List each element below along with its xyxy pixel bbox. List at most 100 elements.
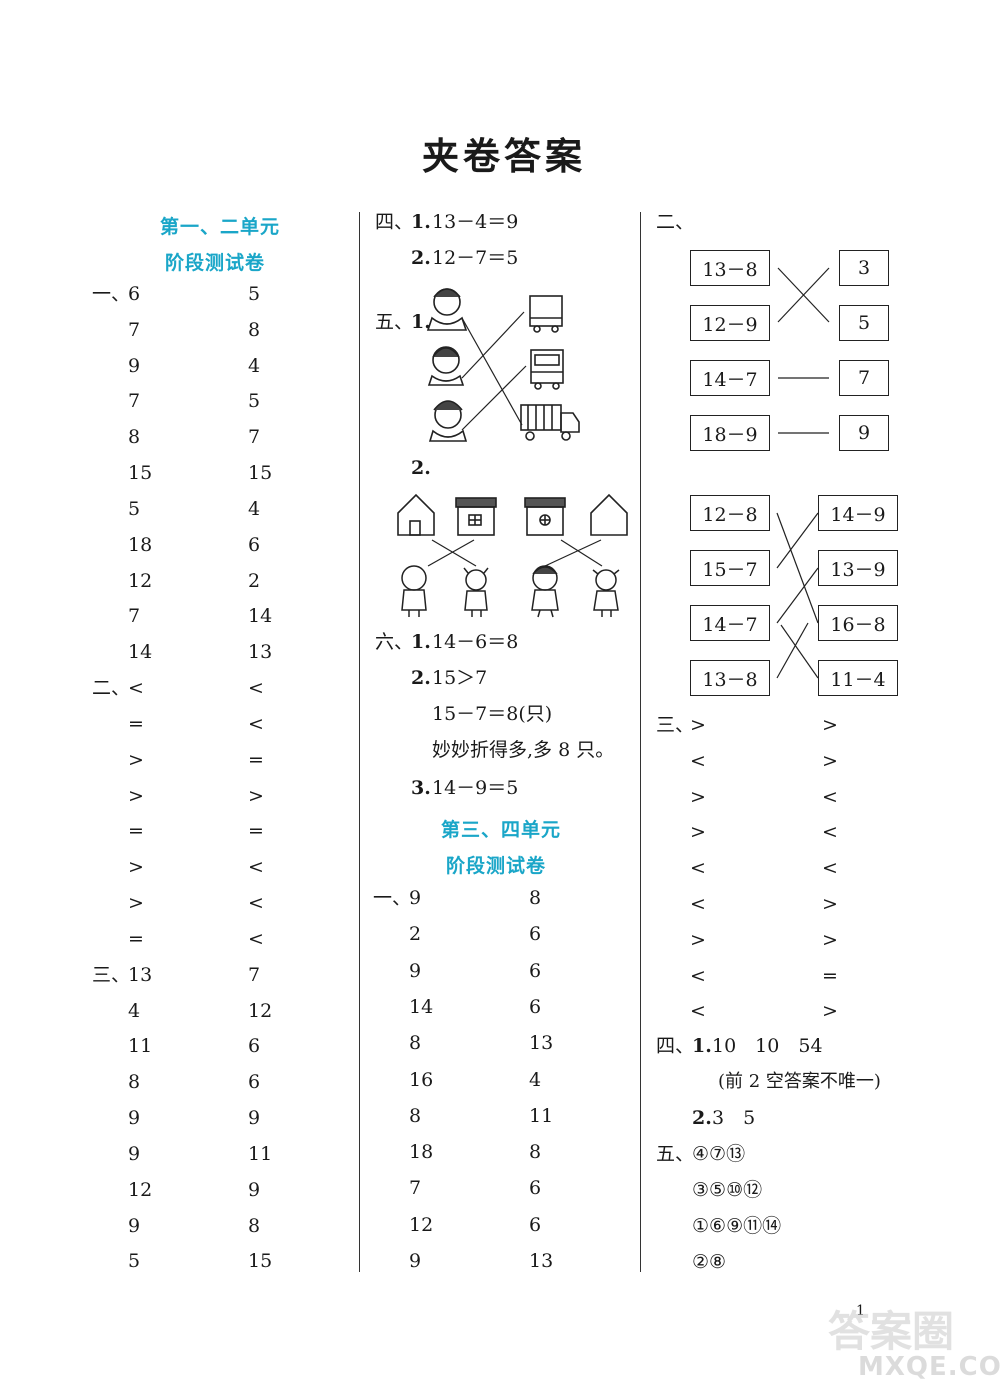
expression-box: 15－7 [690,550,770,586]
answer-box: 7 [839,360,889,396]
c3-answer-right: > [822,928,838,951]
c3-answer-left: > [690,821,706,844]
c3-four-2-num: 2. [692,1107,712,1129]
c2-answer-left: 9 [409,959,422,982]
c3-five-row: ④⑦⑬ [692,1143,746,1165]
c1-answer-left: 9 [128,1214,141,1237]
c1-answer-left: 12 [128,569,153,592]
c1-answer-right: 6 [248,1035,261,1058]
person-head-2 [427,346,465,386]
c1-answer-left: 5 [128,1250,141,1273]
c2-answer-right: 8 [529,887,542,909]
c2-six-3-num: 3. [411,777,431,799]
c2-answer-right: 8 [529,1141,542,1164]
c1-answer-right: < [248,712,264,735]
c1-answer-right: = [248,748,264,771]
matching-lines-five-2 [427,539,603,567]
c3-answer-right: < [822,785,838,808]
c1-answer-left: 18 [128,533,153,556]
c1-answer-right: 4 [248,497,261,520]
expression-box: 18－9 [690,415,770,451]
c1-answer-left: 5 [128,497,141,520]
c2-answer-left: 8 [409,1032,422,1055]
c2-answer-left: 12 [409,1213,434,1236]
answer-box: 5 [839,305,889,341]
c1-answer-left: = [128,927,144,950]
expression-box-right: 16－8 [818,605,898,641]
c1-part3-label: 三、 [92,963,131,986]
c3-answer-right: > [822,714,838,736]
c1-part2-label: 二、 [92,677,131,700]
c1-answer-left: 7 [128,318,141,341]
section-subtitle-units-3-4: 阶段测试卷 [446,855,547,877]
c3-answer-left: < [690,749,706,772]
c2-four-1-equation: 13－4＝9 [432,211,519,233]
c1-answer-right: 7 [248,963,261,986]
c3-four-label: 四、 [656,1035,695,1057]
c2-answer-left: 9 [409,887,422,909]
c2-six-2-equation: 15－7＝8(只) [432,703,553,725]
section-title-units-1-2: 第一、二单元 [160,216,281,238]
c2-six-label: 六、 [375,631,414,653]
c3-answer-left: > [690,785,706,808]
c1-answer-left: 9 [128,1107,141,1130]
house-icon-2 [455,497,497,536]
c2-one-label: 一、 [373,887,412,909]
c3-four-2-values: 3 5 [712,1107,756,1129]
c1-answer-left: < [128,677,144,700]
c1-answer-left: > [128,856,144,879]
expression-box: 13－8 [690,250,770,286]
c1-answer-left: = [128,712,144,735]
c1-part1-label: 一、 [92,283,131,305]
c1-answer-left: 9 [128,354,141,377]
c2-four-1-num: 1. [411,211,431,233]
c1-answer-left: = [128,820,144,843]
c3-answer-left: < [690,1000,706,1023]
person-head-1 [426,288,468,331]
c3-answer-right: > [822,749,838,772]
c3-answer-left: < [690,964,706,987]
c1-answer-right: 4 [248,354,261,377]
c2-six-2-answer: 妙妙折得多,多 8 只。 [432,739,615,761]
c2-answer-right: 4 [529,1068,542,1091]
section-subtitle-units-1-2: 阶段测试卷 [165,252,266,274]
watermark-logo: 答案圈 [828,1307,955,1356]
c1-answer-right: 8 [248,1214,261,1237]
c2-answer-right: 6 [529,959,542,982]
c2-answer-right: 6 [529,923,542,946]
c1-answer-right: 9 [248,1178,261,1201]
c2-answer-left: 2 [409,923,422,946]
c3-answer-right: = [822,964,838,987]
c3-five-row: ③⑤⑩⑫ [692,1179,763,1201]
c2-six-1-num: 1. [411,631,431,653]
c2-six-2-comparison: 15＞7 [432,667,488,689]
c3-answer-right: < [822,821,838,844]
c2-answer-left: 9 [409,1250,422,1272]
c2-five-2-num: 2. [411,457,431,479]
c1-answer-right: > [248,784,264,807]
c2-four-label: 四、 [375,211,414,233]
c1-answer-left: 15 [128,462,153,485]
expression-box: 14－7 [690,360,770,396]
c1-answer-left: 14 [128,641,153,664]
c2-answer-right: 13 [529,1032,554,1055]
c2-answer-left: 8 [409,1104,422,1127]
c2-answer-left: 7 [409,1177,422,1200]
c1-answer-left: 7 [128,390,141,413]
c1-answer-left: > [128,748,144,771]
bus-icon [530,349,564,390]
c1-answer-right: 7 [248,426,261,449]
house-icon-4 [590,493,628,536]
column-divider-right [640,212,641,1272]
column-divider-left [359,212,360,1272]
child-icon-2 [463,567,489,617]
c1-answer-right: 14 [248,605,273,628]
c1-answer-right: 15 [248,462,273,485]
c3-answer-left: > [690,928,706,951]
c1-answer-left: 8 [128,426,141,449]
c3-answer-right: < [822,857,838,880]
child-icon-3 [531,565,559,618]
c1-answer-right: 5 [248,283,261,305]
c2-five-1-num: 1. [411,311,431,333]
expression-box: 14－7 [690,605,770,641]
